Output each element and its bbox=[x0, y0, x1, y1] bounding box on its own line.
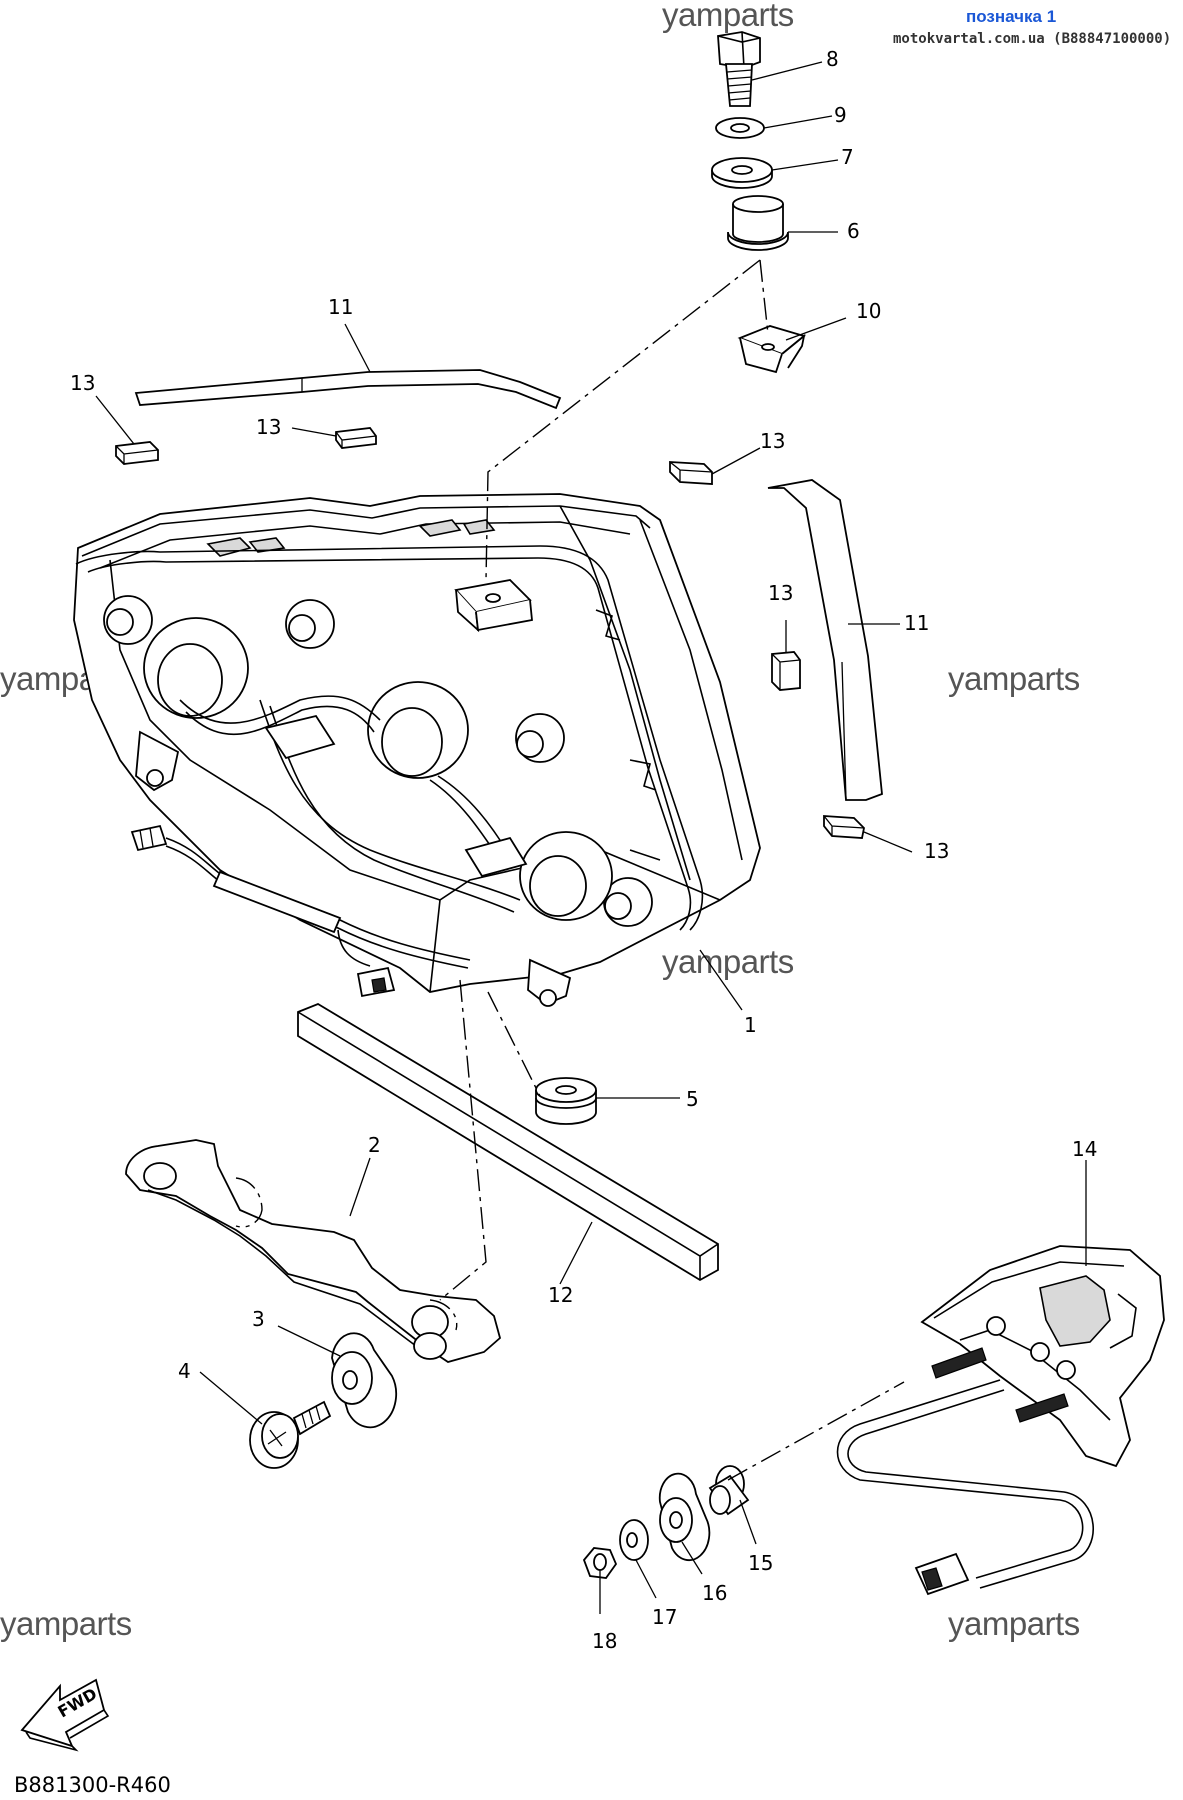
tail-light-part-14 bbox=[836, 1245, 1165, 1596]
spacer-part-13 bbox=[115, 441, 159, 465]
watermark: yamparts bbox=[662, 943, 794, 980]
grommet-part-3 bbox=[331, 1332, 398, 1429]
callout-14[interactable]: 14 bbox=[1072, 1137, 1097, 1161]
spacer-part-13 bbox=[771, 651, 801, 691]
callout-11[interactable]: 11 bbox=[328, 295, 353, 319]
washer-part-7 bbox=[711, 157, 773, 189]
callout-16[interactable]: 16 bbox=[702, 1581, 727, 1605]
clip-nut-part-10 bbox=[737, 325, 806, 374]
grommet-part-5 bbox=[535, 1077, 597, 1125]
fwd-arrow-icon: FWD bbox=[20, 1678, 110, 1752]
watermark: yamparts bbox=[662, 0, 794, 33]
header-link[interactable]: позначка 1 bbox=[966, 7, 1056, 26]
callout-13[interactable]: 13 bbox=[924, 839, 949, 863]
bolt-part-4 bbox=[249, 1400, 332, 1469]
strip-part-11-top bbox=[134, 369, 562, 410]
spacer-part-13 bbox=[335, 427, 377, 449]
diagram-reference: B881300-R460 bbox=[14, 1773, 171, 1797]
callout-6[interactable]: 6 bbox=[847, 219, 860, 243]
callout-15[interactable]: 15 bbox=[748, 1551, 773, 1575]
callout-3[interactable]: 3 bbox=[252, 1307, 265, 1331]
callout-5[interactable]: 5 bbox=[686, 1087, 699, 1111]
strip-part-11-right bbox=[767, 479, 883, 801]
washer-part-9 bbox=[715, 117, 765, 139]
spacer-part-13 bbox=[823, 815, 865, 839]
callout-13[interactable]: 13 bbox=[256, 415, 281, 439]
watermark: yamparts bbox=[948, 1605, 1080, 1642]
callout-13[interactable]: 13 bbox=[70, 371, 95, 395]
grommet-part-16 bbox=[658, 1472, 711, 1562]
callout-8[interactable]: 8 bbox=[826, 47, 839, 71]
watermark: yamparts bbox=[948, 660, 1080, 697]
bracket-part-2 bbox=[125, 1139, 502, 1363]
header-site-ref: motokvartal.com.ua (B88847100000) bbox=[893, 31, 1171, 47]
callout-18[interactable]: 18 bbox=[592, 1629, 617, 1653]
nut-part-18 bbox=[582, 1547, 618, 1579]
callout-13[interactable]: 13 bbox=[760, 429, 785, 453]
washer-part-17 bbox=[619, 1519, 649, 1561]
callout-10[interactable]: 10 bbox=[856, 299, 881, 323]
callout-7[interactable]: 7 bbox=[841, 145, 854, 169]
callout-2[interactable]: 2 bbox=[368, 1133, 381, 1157]
headlight-housing-part-1 bbox=[73, 493, 761, 1007]
callout-17[interactable]: 17 bbox=[652, 1605, 677, 1629]
callout-13[interactable]: 13 bbox=[768, 581, 793, 605]
callout-4[interactable]: 4 bbox=[178, 1359, 191, 1383]
leader-lines bbox=[95, 61, 1087, 1614]
bolt-part-8 bbox=[717, 31, 761, 107]
spacer-part-13 bbox=[669, 461, 713, 485]
assembly-center-lines bbox=[439, 259, 905, 1481]
wire-harness bbox=[130, 824, 471, 998]
callout-12[interactable]: 12 bbox=[548, 1283, 573, 1307]
callout-11[interactable]: 11 bbox=[904, 611, 929, 635]
strip-part-12 bbox=[297, 1002, 719, 1282]
watermark: yamparts bbox=[0, 1605, 132, 1642]
callout-9[interactable]: 9 bbox=[834, 103, 847, 127]
collar-part-15 bbox=[708, 1465, 750, 1516]
callout-1[interactable]: 1 bbox=[744, 1013, 757, 1037]
collar-part-6 bbox=[727, 195, 789, 251]
part-callouts: 8 9 7 6 10 11 13 13 13 13 11 13 1 5 2 14… bbox=[70, 47, 1097, 1653]
